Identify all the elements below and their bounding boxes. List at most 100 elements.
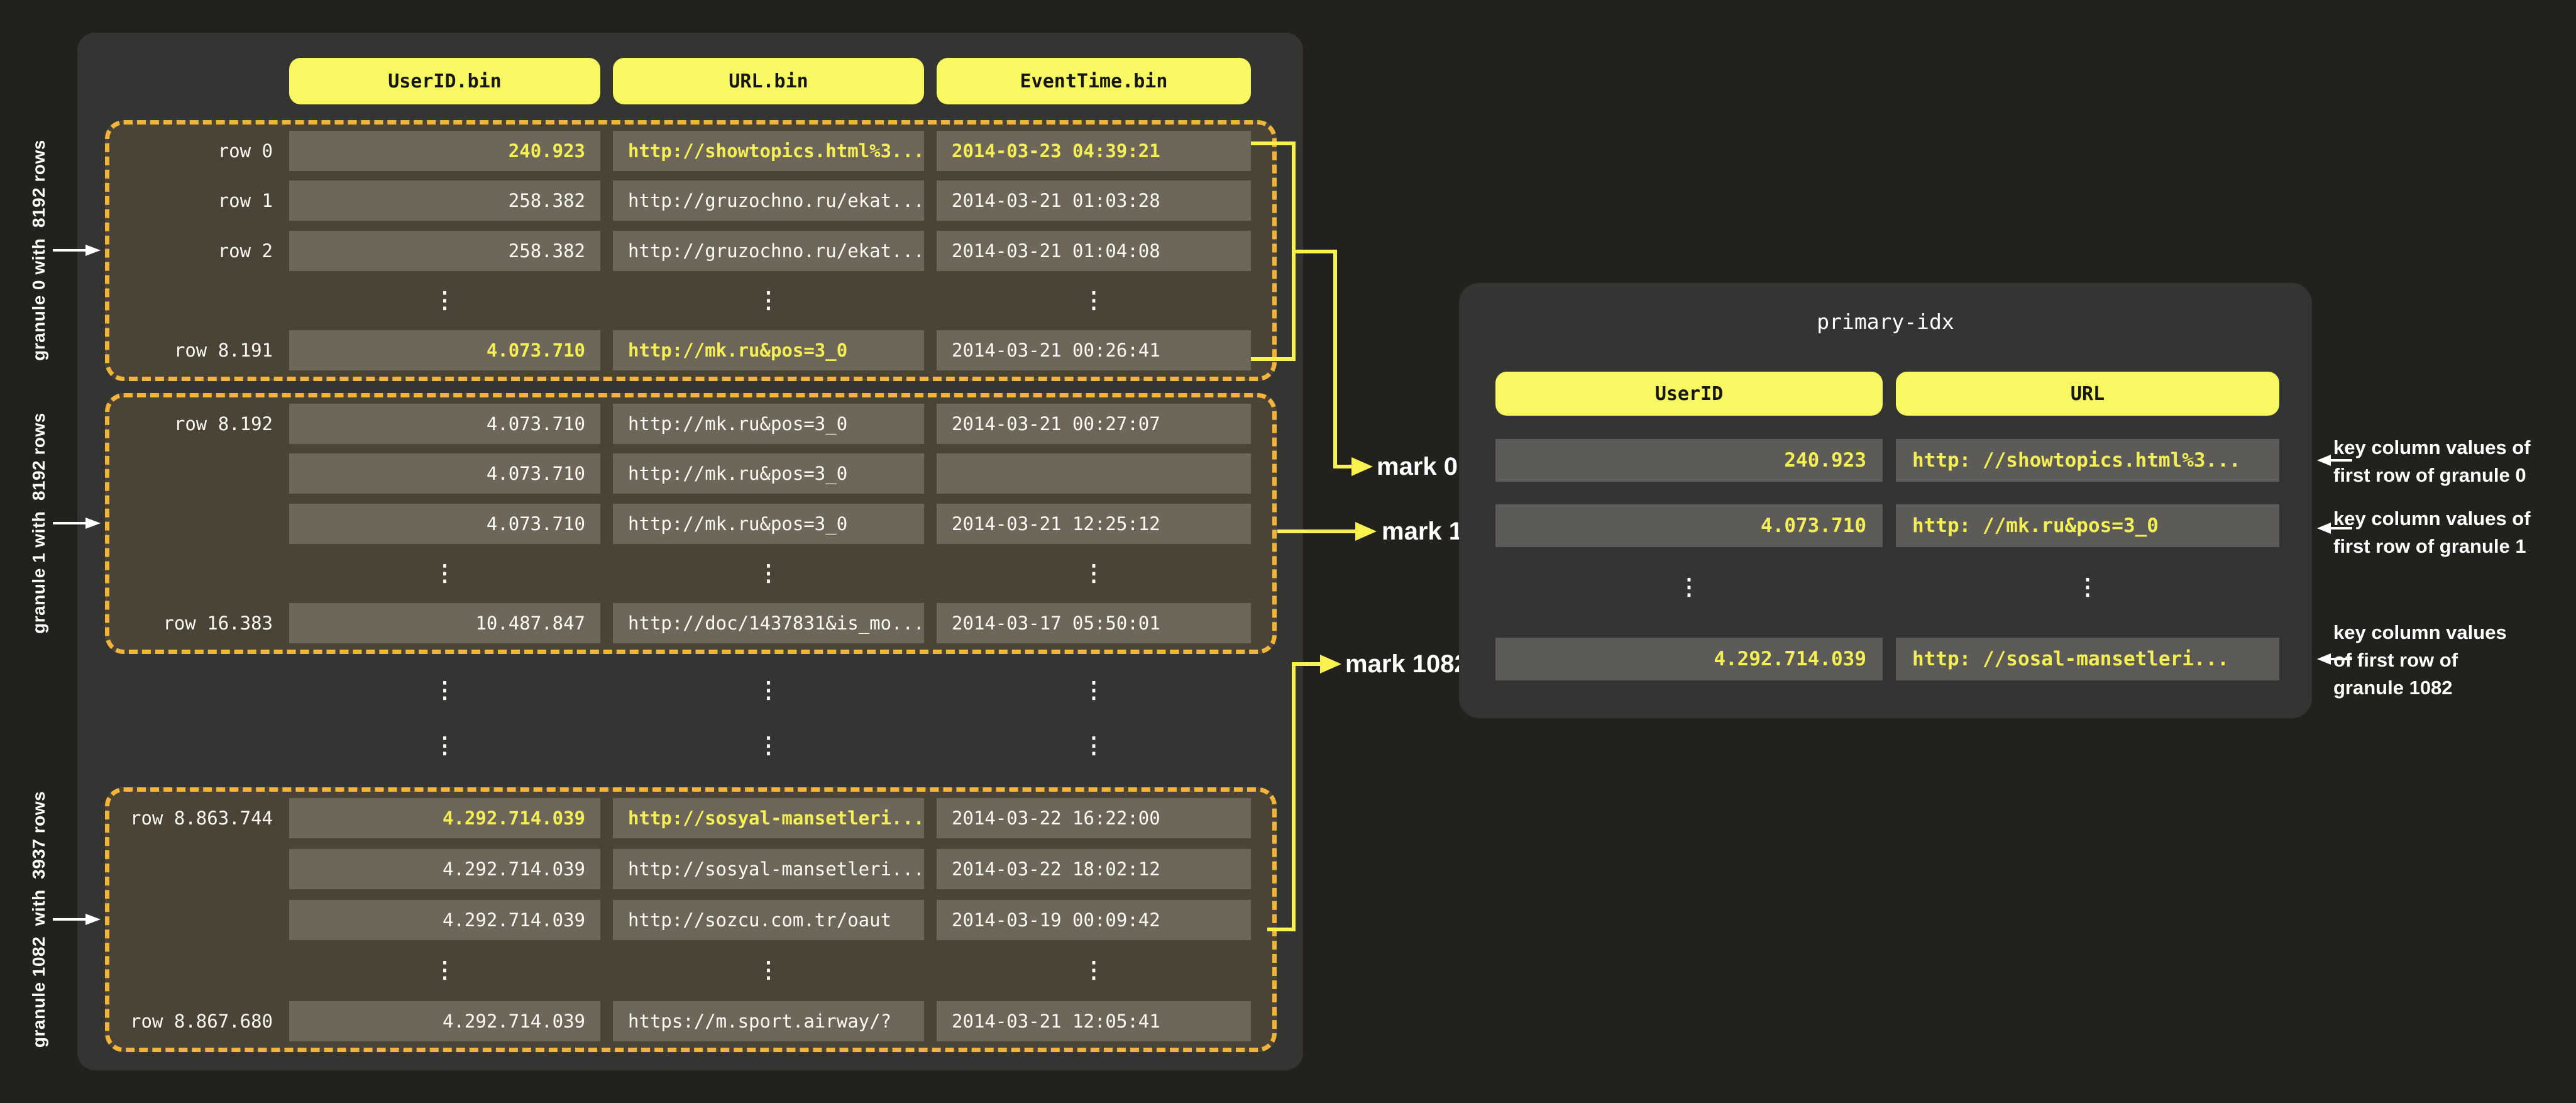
granule-1082-side-label: granule 1082 with 3937 rows xyxy=(29,790,48,1048)
table-row: row 16.383 10.487.847 http://doc/1437831… xyxy=(109,603,1272,643)
cell-userid: 4.073.710 xyxy=(289,503,600,544)
index-cell-userid: 240.923 xyxy=(1495,439,1883,482)
vertical-ellipsis: ⋮ xyxy=(1082,560,1105,586)
table-row: row 8.863.744 4.292.714.039 http://sosya… xyxy=(109,798,1272,838)
mark-1082-label: mark 1082 xyxy=(1345,650,1468,678)
vertical-ellipsis: ⋮ xyxy=(433,560,456,586)
cell-eventtime xyxy=(937,453,1251,494)
vertical-ellipsis: ⋮ xyxy=(757,733,780,758)
cell-eventtime: 2014-03-22 16:22:00 xyxy=(937,798,1251,838)
table-row: 4.073.710 http://mk.ru&pos=3_0 xyxy=(109,453,1272,494)
header-label: UserID xyxy=(1654,382,1724,405)
cell-userid: 4.073.710 xyxy=(289,404,600,444)
row-label xyxy=(109,849,289,889)
ellipsis-row: ⋮ ⋮ ⋮ xyxy=(109,280,1272,321)
cell-eventtime: 2014-03-23 04:39:21 xyxy=(937,131,1251,171)
cell-url: http://mk.ru&pos=3_0 xyxy=(613,503,924,544)
cell-url: http://mk.ru&pos=3_0 xyxy=(613,404,924,444)
cell-url: http://mk.ru&pos=3_0 xyxy=(613,453,924,494)
row-label: row 0 xyxy=(217,140,273,162)
cell-userid: 4.292.714.039 xyxy=(289,899,600,940)
vertical-ellipsis: ⋮ xyxy=(433,677,456,703)
table-row: row 0 240.923 http://showtopics.html%3..… xyxy=(109,131,1272,171)
cell-eventtime: 2014-03-17 05:50:01 xyxy=(937,603,1251,643)
vertical-ellipsis: ⋮ xyxy=(1678,574,1700,600)
index-cell-url: http: //sosal-mansetleri... xyxy=(1896,638,2279,680)
mark-0-arrowhead-icon xyxy=(1351,457,1373,476)
cell-url: http://mk.ru&pos=3_0 xyxy=(613,330,924,370)
table-row: 4.073.710 http://mk.ru&pos=3_0 2014-03-2… xyxy=(109,503,1272,544)
index-cell-url: http: //showtopics.html%3... xyxy=(1896,439,2279,482)
annotation-0-arrowhead-icon xyxy=(2317,455,2331,466)
cell-userid: 4.073.710 xyxy=(289,330,600,370)
cell-userid: 258.382 xyxy=(289,180,600,221)
cell-eventtime: 2014-03-21 00:26:41 xyxy=(937,330,1251,370)
ellipsis-row: ⋮ ⋮ ⋮ xyxy=(109,950,1272,990)
table-row: row 1 258.382 http://gruzochno.ru/ekat..… xyxy=(109,180,1272,221)
granule-1082-box: row 8.863.744 4.292.714.039 http://sosya… xyxy=(105,787,1277,1052)
cell-url: http://sozcu.com.tr/oaut xyxy=(613,899,924,940)
row-label: row 2 xyxy=(217,240,273,262)
header-pill-userid-bin: UserID.bin xyxy=(289,58,600,104)
row-label: row 16.383 xyxy=(163,612,273,634)
mark-1-label: mark 1 xyxy=(1382,518,1463,545)
index-cell-url: http: //mk.ru&pos=3_0 xyxy=(1896,504,2279,547)
row-label: row 8.863.744 xyxy=(130,807,273,829)
row-label: row 1 xyxy=(217,190,273,212)
table-row: row 8.867.680 4.292.714.039 https://m.sp… xyxy=(109,1001,1272,1041)
cell-eventtime: 2014-03-21 01:03:28 xyxy=(937,180,1251,221)
vertical-ellipsis: ⋮ xyxy=(1082,677,1105,703)
index-cell-userid: 4.292.714.039 xyxy=(1495,638,1883,680)
cell-userid: 4.292.714.039 xyxy=(289,848,600,889)
primary-index-title: primary-idx xyxy=(1817,309,1954,334)
cell-url: http://sosyal-mansetleri... xyxy=(613,848,924,889)
cell-userid: 4.292.714.039 xyxy=(289,1001,600,1041)
vertical-ellipsis: ⋮ xyxy=(1082,957,1105,984)
annotation-granule-1: key column values of first row of granul… xyxy=(2333,507,2531,557)
row-label: row 8.192 xyxy=(173,413,273,435)
cell-url: https://m.sport.airway/? xyxy=(613,1001,924,1041)
header-pill-userid: UserID xyxy=(1495,372,1883,416)
granule-1-box: row 8.192 4.073.710 http://mk.ru&pos=3_0… xyxy=(105,393,1277,654)
cell-userid: 258.382 xyxy=(289,230,600,271)
cell-url: http://sosyal-mansetleri... xyxy=(613,798,924,838)
table-row: 4.292.714.039 http://sozcu.com.tr/oaut 2… xyxy=(109,899,1272,940)
header-label: UserID.bin xyxy=(388,70,502,92)
annotation-granule-1082: key column values of first row of granul… xyxy=(2333,621,2507,699)
vertical-ellipsis: ⋮ xyxy=(757,957,780,984)
cell-eventtime: 2014-03-21 00:27:07 xyxy=(937,404,1251,444)
header-label: EventTime.bin xyxy=(1020,70,1168,92)
cell-userid: 4.073.710 xyxy=(289,453,600,494)
cell-eventtime: 2014-03-19 00:09:42 xyxy=(937,899,1251,940)
row-label xyxy=(109,900,289,940)
table-row: row 2 258.382 http://gruzochno.ru/ekat..… xyxy=(109,230,1272,271)
ellipsis-row: ⋮ ⋮ ⋮ xyxy=(109,726,1251,766)
annotation-2-arrowhead-icon xyxy=(2317,653,2331,665)
row-label: row 8.191 xyxy=(173,340,273,361)
header-pill-url-bin: URL.bin xyxy=(613,58,924,104)
cell-userid: 10.487.847 xyxy=(289,603,600,643)
row-label xyxy=(109,453,289,494)
ellipsis-row: ⋮ ⋮ ⋮ xyxy=(109,553,1272,594)
vertical-ellipsis: ⋮ xyxy=(1082,733,1105,758)
granule-0-side-label: granule 0 with 8192 rows xyxy=(29,140,48,361)
vertical-ellipsis: ⋮ xyxy=(757,677,780,703)
cell-url: http://gruzochno.ru/ekat... xyxy=(613,230,924,271)
cell-url: http://doc/1437831&is_mo... xyxy=(613,603,924,643)
vertical-ellipsis: ⋮ xyxy=(433,957,456,984)
vertical-ellipsis: ⋮ xyxy=(757,560,780,586)
header-label: URL xyxy=(2070,382,2105,405)
row-label: row 8.867.680 xyxy=(130,1011,273,1032)
row-label xyxy=(109,504,289,544)
cell-eventtime: 2014-03-22 18:02:12 xyxy=(937,848,1251,889)
granule-0-box: row 0 240.923 http://showtopics.html%3..… xyxy=(105,120,1277,381)
mark-1082-arrowhead-icon xyxy=(1320,655,1341,673)
cell-url: http://gruzochno.ru/ekat... xyxy=(613,180,924,221)
annotation-1-arrowhead-icon xyxy=(2317,523,2331,534)
granule-1-side-label: granule 1 with 8192 rows xyxy=(29,413,48,634)
header-pill-url: URL xyxy=(1896,372,2279,416)
header-pill-eventtime-bin: EventTime.bin xyxy=(937,58,1251,104)
cell-userid: 4.292.714.039 xyxy=(289,798,600,838)
cell-eventtime: 2014-03-21 12:05:41 xyxy=(937,1001,1251,1041)
table-row: 4.292.714.039 http://sosyal-mansetleri..… xyxy=(109,848,1272,889)
